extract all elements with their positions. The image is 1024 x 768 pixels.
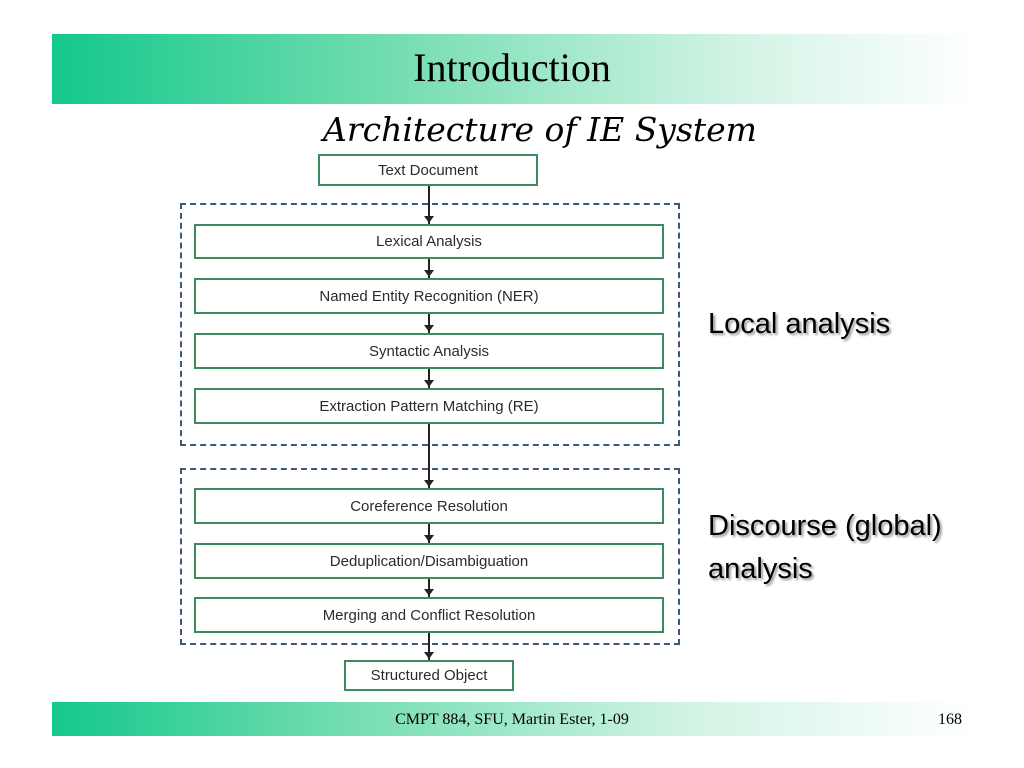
title-bar [52, 34, 977, 104]
extraction-pattern-matching-box: Extraction Pattern Matching (RE) [194, 388, 664, 424]
arrow-head [424, 325, 434, 332]
local-analysis-text: Local analysis [708, 308, 891, 340]
discourse-analysis-group [180, 468, 680, 645]
slide-subtitle: Architecture of IE System [323, 110, 757, 149]
ner-label: Named Entity Recognition (NER) [319, 287, 539, 305]
connector-line [428, 186, 430, 664]
deduplication-label: Deduplication/Disambiguation [329, 552, 529, 570]
slide-title: Introduction [413, 45, 611, 90]
arrow-head [424, 380, 434, 387]
coreference-resolution-box: Coreference Resolution [194, 488, 664, 524]
text-document-box: Text Document [318, 154, 538, 186]
structured-object-label: Structured Object [370, 667, 488, 684]
arrow-head [424, 270, 434, 277]
arrow-head [424, 535, 434, 542]
discourse-analysis-line1: Discourse (global) [708, 510, 942, 542]
extraction-pattern-matching-label: Extraction Pattern Matching (RE) [319, 397, 539, 415]
footer-credit: CMPT 884, SFU, Martin Ester, 1-09 [395, 711, 629, 728]
arrow-head [424, 589, 434, 596]
page-number: 168 [938, 711, 962, 728]
arrow-head [424, 480, 434, 487]
local-analysis-label: Local analysis [708, 303, 890, 346]
deduplication-box: Deduplication/Disambiguation [194, 543, 664, 579]
merging-box: Merging and Conflict Resolution [194, 597, 664, 633]
lexical-analysis-box: Lexical Analysis [194, 224, 664, 259]
discourse-analysis-line2: analysis [708, 553, 813, 585]
discourse-analysis-label: Discourse (global) analysis [708, 505, 942, 591]
ner-box: Named Entity Recognition (NER) [194, 278, 664, 314]
arrow-head [424, 652, 434, 659]
text-document-label: Text Document [377, 161, 479, 179]
lexical-analysis-label: Lexical Analysis [376, 233, 482, 250]
coreference-resolution-label: Coreference Resolution [350, 497, 508, 515]
structured-object-box: Structured Object [344, 660, 514, 691]
footer-bar [52, 702, 977, 736]
local-analysis-group [180, 203, 680, 446]
syntactic-analysis-label: Syntactic Analysis [368, 342, 490, 360]
merging-label: Merging and Conflict Resolution [322, 606, 536, 624]
syntactic-analysis-box: Syntactic Analysis [194, 333, 664, 369]
arrow-head [424, 216, 434, 223]
